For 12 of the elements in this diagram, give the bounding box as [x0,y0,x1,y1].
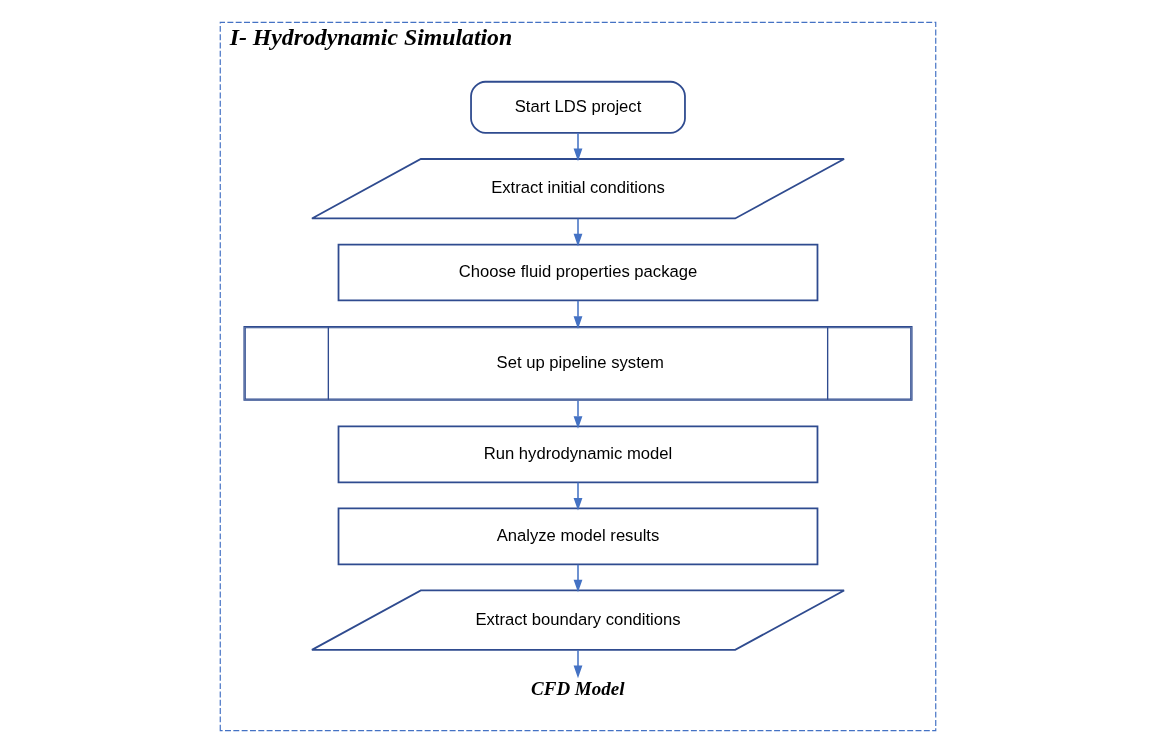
node-box: Run hydrodynamic model [337,425,818,484]
arrow [573,299,582,329]
arrow [573,649,582,679]
arrow [573,218,582,247]
arrow [573,481,582,511]
arrow [573,399,582,429]
node-box: Choose fluid properties package [337,243,818,302]
arrow [573,563,582,593]
node-box: Start LDS project [469,80,686,134]
node-box: Analyze model results [337,507,818,566]
node-text: CFD Model [530,677,624,699]
arrow [573,132,582,162]
